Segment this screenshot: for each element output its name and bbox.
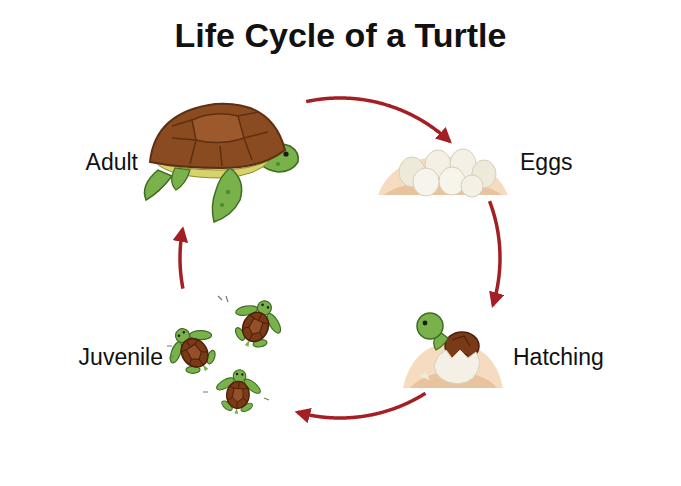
cycle-arrow bbox=[490, 201, 500, 305]
stage-label: Juvenile bbox=[79, 344, 163, 370]
stage-node: Hatching bbox=[402, 310, 608, 390]
stage-label: Eggs bbox=[520, 149, 572, 175]
stage-label: Hatching bbox=[513, 344, 604, 370]
stage-label: Adult bbox=[86, 149, 138, 175]
stage-node: Adult bbox=[82, 100, 303, 224]
diagram-title: Life Cycle of a Turtle bbox=[0, 16, 681, 55]
cycle-arrow bbox=[180, 229, 183, 288]
cycle-arrow bbox=[306, 98, 449, 141]
stage-node: Juvenile bbox=[75, 292, 292, 418]
cycle-arrow bbox=[298, 393, 426, 418]
stage-node: Eggs bbox=[376, 147, 576, 198]
